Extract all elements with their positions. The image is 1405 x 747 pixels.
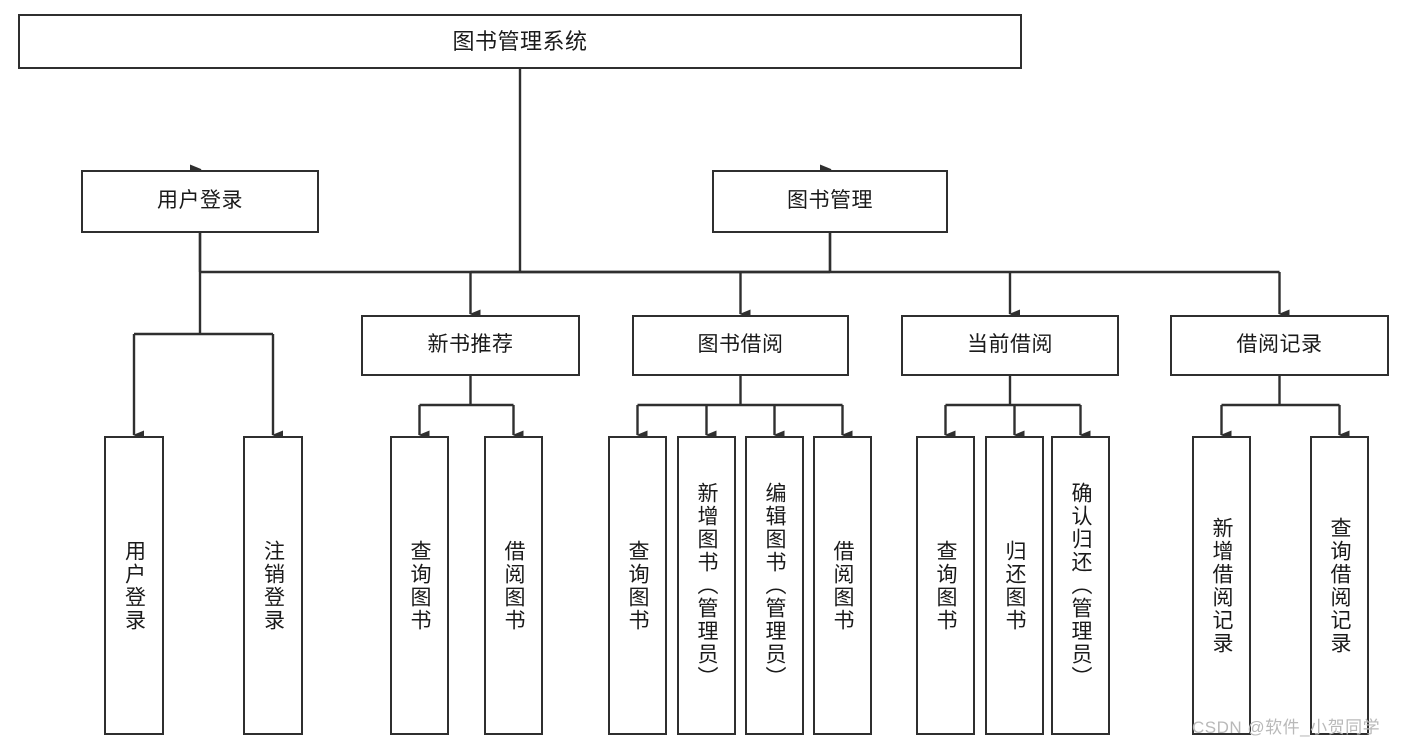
node-n-new-book: 新书推荐 [361,315,580,376]
node-l-cu-confirm: 确认归还（管理员） [1051,436,1110,735]
node-l-cu-return: 归还图书 [985,436,1044,735]
node-l-nb-borrow: 借阅图书 [484,436,543,735]
node-l-user-logout: 注销登录 [243,436,303,735]
node-label: 新书推荐 [427,333,514,357]
node-n-book-manage: 图书管理 [712,170,948,233]
node-label: 用户登录 [157,189,243,213]
node-l-user-login: 用户登录 [104,436,164,735]
node-label: 查询图书 [626,539,649,632]
watermark-label: CSDN @软件_小贺同学 [1192,718,1381,737]
node-root: 图书管理系统 [18,14,1022,69]
node-l-bo-query: 查询图书 [608,436,667,735]
node-l-re-add: 新增借阅记录 [1192,436,1251,735]
node-label: 借阅记录 [1236,333,1323,357]
node-label: 查询图书 [934,539,957,632]
node-label: 确认归还（管理员） [1069,482,1092,689]
node-l-re-query: 查询借阅记录 [1310,436,1369,735]
node-l-bo-borrow: 借阅图书 [813,436,872,735]
node-l-bo-edit: 编辑图书（管理员） [745,436,804,735]
node-n-borrow: 图书借阅 [632,315,849,376]
node-n-current: 当前借阅 [901,315,1119,376]
node-n-user-login: 用户登录 [81,170,319,233]
node-label: 新增图书（管理员） [695,482,718,689]
node-label: 借阅图书 [831,539,854,632]
node-label: 注销登录 [261,539,285,632]
edge-layer [132,69,1350,440]
node-label: 新增借阅记录 [1210,516,1233,655]
node-label: 编辑图书（管理员） [763,482,786,689]
node-label: 用户登录 [122,539,146,632]
node-label: 查询图书 [408,539,431,632]
node-label: 图书管理 [787,189,873,213]
node-label: 归还图书 [1003,539,1026,632]
node-l-cu-query: 查询图书 [916,436,975,735]
node-label: 借阅图书 [502,539,525,632]
node-l-nb-query: 查询图书 [390,436,449,735]
node-n-records: 借阅记录 [1170,315,1389,376]
node-label: 当前借阅 [967,333,1053,357]
node-label: 图书管理系统 [452,28,588,54]
node-l-bo-add: 新增图书（管理员） [677,436,736,735]
node-label: 查询借阅记录 [1328,516,1351,655]
node-label: 图书借阅 [697,333,784,357]
